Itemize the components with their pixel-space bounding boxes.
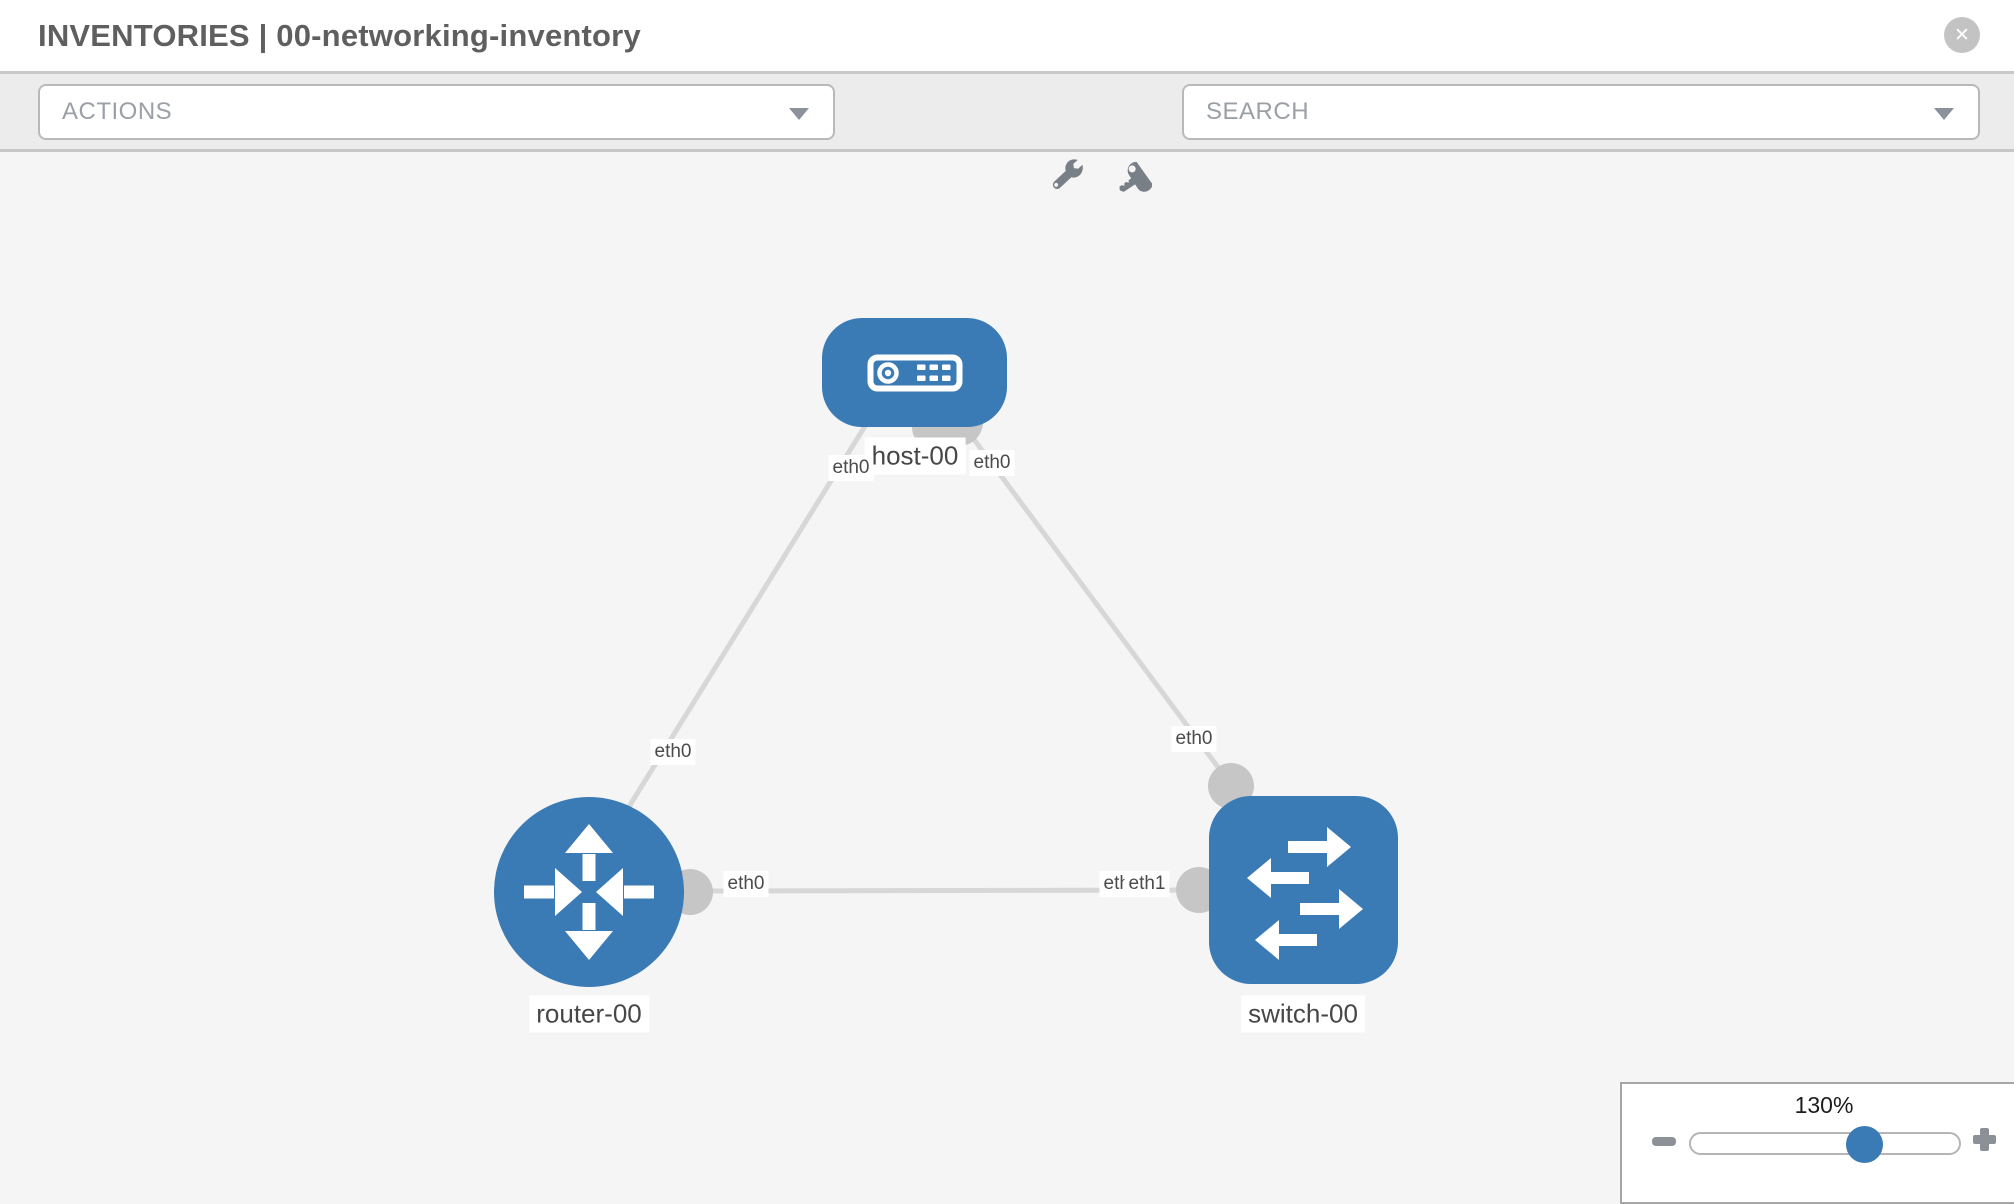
chevron-down-icon (1934, 108, 1954, 120)
router-icon (524, 824, 654, 960)
chevron-down-icon (789, 108, 809, 120)
node-label-router: router-00 (529, 995, 649, 1033)
zoom-slider-knob[interactable] (1846, 1126, 1883, 1163)
zoom-in-plus-icon[interactable] (1973, 1128, 1996, 1151)
host-icon (867, 354, 962, 391)
iface-label-host-right: eth0 (969, 450, 1015, 476)
header-bar: INVENTORIES | 00-networking-inventory ✕ (0, 0, 2014, 74)
iface-label-switch-left: eth1 (1124, 871, 1170, 897)
close-icon[interactable]: ✕ (1944, 17, 1980, 53)
key-icon[interactable] (1118, 159, 1153, 193)
search-dropdown[interactable]: SEARCH (1182, 84, 1980, 140)
node-switch[interactable] (1209, 796, 1398, 984)
close-x-glyph: ✕ (1954, 24, 1970, 46)
toolbar: ACTIONS SEARCH (0, 74, 2014, 192)
iface-label-host-left: eth0 (828, 455, 874, 481)
page-title: INVENTORIES | 00-networking-inventory (38, 18, 641, 53)
zoom-out-minus-icon[interactable] (1652, 1137, 1676, 1146)
iface-label-switch-top: eth0 (1171, 726, 1217, 752)
zoom-slider-track[interactable] (1689, 1132, 1961, 1155)
zoom-level: 130% (1794, 1092, 1854, 1118)
iface-label-router-right: eth0 (723, 871, 769, 897)
node-host[interactable] (822, 318, 1007, 427)
switch-icon (1247, 827, 1363, 960)
actions-dropdown-label: ACTIONS (62, 98, 173, 125)
node-label-host: host-00 (864, 437, 966, 475)
actions-dropdown[interactable]: ACTIONS (38, 84, 835, 140)
iface-label-router-up: eth0 (650, 739, 696, 765)
node-router[interactable] (494, 797, 684, 987)
wrench-icon[interactable] (1051, 159, 1085, 193)
zoom-panel: 130% (1620, 1082, 2014, 1204)
node-label-switch: switch-00 (1241, 995, 1365, 1033)
search-dropdown-label: SEARCH (1206, 98, 1310, 125)
